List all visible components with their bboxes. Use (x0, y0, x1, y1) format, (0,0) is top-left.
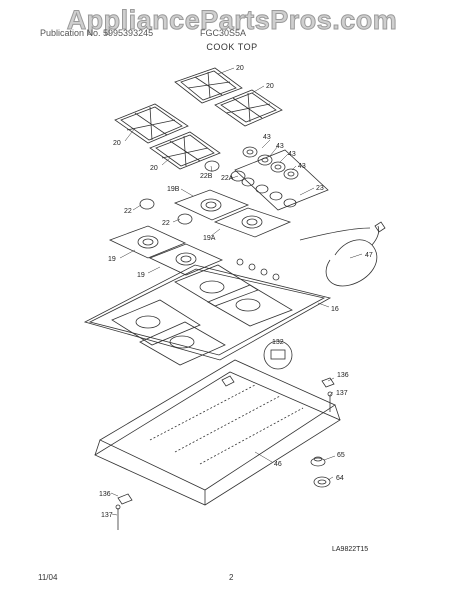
screw-137-right[interactable] (327, 391, 333, 412)
grate-left-front[interactable] (114, 103, 189, 144)
burner-pan-19-left[interactable] (108, 225, 187, 259)
burner-cap-22-left[interactable] (139, 198, 155, 210)
burner-pan-19b[interactable] (173, 189, 250, 221)
callout-47: 47 (365, 252, 373, 259)
footer-date: 11/04 (38, 573, 58, 582)
callout-19a: 19A (203, 235, 216, 242)
orifice-65[interactable] (310, 456, 326, 467)
callout-19: 19 (137, 272, 145, 279)
burner-pan-19a[interactable] (213, 207, 292, 238)
wire-harness[interactable] (299, 221, 386, 287)
callout-20: 20 (150, 165, 158, 172)
callout-43: 43 (276, 143, 284, 150)
callout-22a: 22A (221, 175, 234, 182)
burner-pan-19-center[interactable] (148, 243, 224, 276)
cooktop-main-top[interactable] (83, 258, 332, 366)
knob[interactable] (283, 168, 299, 180)
burner-box[interactable] (94, 359, 341, 506)
callout-136: 136 (337, 372, 349, 379)
burner-cap-22-center[interactable] (177, 213, 193, 225)
callout-22b: 22B (200, 173, 213, 180)
knob[interactable] (257, 154, 273, 166)
drawing-code: LA9822T15 (332, 546, 368, 553)
callout-16: 16 (331, 306, 339, 313)
burner-cap-22b[interactable] (204, 160, 220, 172)
knob[interactable] (270, 161, 286, 173)
footer-page-number: 2 (229, 573, 234, 582)
model-number: FGC30S5A (200, 28, 247, 38)
spark-ignitor (221, 375, 235, 387)
callout-132: 132 (272, 339, 284, 346)
leader-lines (110, 67, 363, 516)
callout-20: 20 (266, 83, 274, 90)
section-title: COOK TOP (206, 42, 258, 52)
callout-19: 19 (108, 256, 116, 263)
knob[interactable] (242, 146, 258, 158)
grate-top-left-back[interactable] (174, 67, 243, 104)
callout-20: 20 (236, 65, 244, 72)
callout-labels: 20 20 20 20 43 43 43 43 22B 22A 23 19B 2… (99, 65, 373, 553)
control-panel-overlay (234, 149, 329, 211)
bezel (241, 177, 297, 208)
spark-module-132[interactable] (263, 340, 293, 370)
callout-20: 20 (113, 140, 121, 147)
callout-137: 137 (336, 390, 348, 397)
bracket-136-right[interactable] (321, 377, 335, 388)
burner-cap-22a[interactable] (230, 170, 246, 182)
callout-46: 46 (274, 461, 282, 468)
callout-43: 43 (298, 163, 306, 170)
grate-right-back[interactable] (214, 89, 283, 127)
publication-number: Publication No. 5995393245 (40, 28, 154, 38)
screw-137-left[interactable] (115, 504, 121, 530)
bracket-136-left[interactable] (117, 493, 133, 505)
callout-23: 23 (316, 185, 324, 192)
grate-center-front[interactable] (149, 131, 221, 170)
ring-64[interactable] (313, 476, 331, 488)
callout-137: 137 (101, 512, 113, 519)
watermark: AppliancePartsPros.com (66, 5, 398, 36)
callout-43: 43 (288, 151, 296, 158)
callout-22: 22 (124, 208, 132, 215)
callout-22: 22 (162, 220, 170, 227)
callout-136: 136 (99, 491, 111, 498)
callout-64: 64 (336, 475, 344, 482)
callout-43: 43 (263, 134, 271, 141)
callout-19b: 19B (167, 186, 180, 193)
callout-65: 65 (337, 452, 345, 459)
